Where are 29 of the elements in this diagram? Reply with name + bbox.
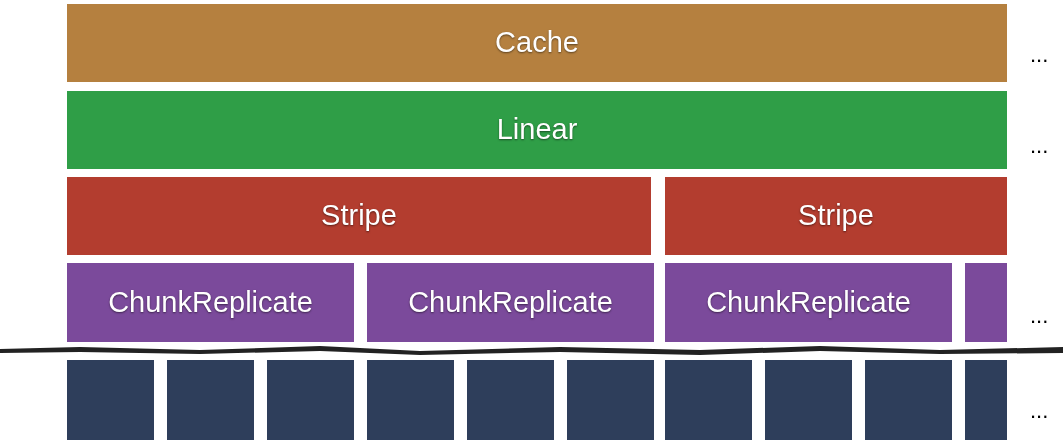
- layer-label: ChunkReplicate: [408, 284, 613, 320]
- layer-label: ChunkReplicate: [108, 284, 313, 320]
- block-box: [267, 360, 354, 440]
- ellipsis-text: ...: [1030, 400, 1049, 422]
- block-box: [467, 360, 554, 440]
- layer-label: Stripe: [321, 198, 397, 234]
- block-box: [167, 360, 254, 440]
- block-box: [765, 360, 852, 440]
- block-box: [865, 360, 952, 440]
- layer-bar: [665, 263, 952, 342]
- layer-bar: [67, 263, 354, 342]
- layer-bar: [67, 91, 1007, 169]
- block-box: [965, 263, 1007, 342]
- ellipsis-text: ...: [1030, 305, 1049, 327]
- ellipsis-text: ...: [1030, 135, 1049, 157]
- block-box: [67, 360, 154, 440]
- block-box: [665, 360, 752, 440]
- layer-bar: [67, 177, 651, 255]
- ellipsis-text: ...: [1030, 44, 1049, 66]
- block-box: [567, 360, 654, 440]
- block-box: [367, 360, 454, 440]
- layer-label: ChunkReplicate: [706, 284, 911, 320]
- block-box: [965, 360, 1007, 440]
- layer-bar: [367, 263, 654, 342]
- layer-label: Linear: [496, 112, 578, 148]
- layer-bar: [67, 4, 1007, 82]
- layer-bar: [665, 177, 1007, 255]
- layer-label: Cache: [495, 25, 579, 61]
- layer-label: Stripe: [798, 198, 874, 234]
